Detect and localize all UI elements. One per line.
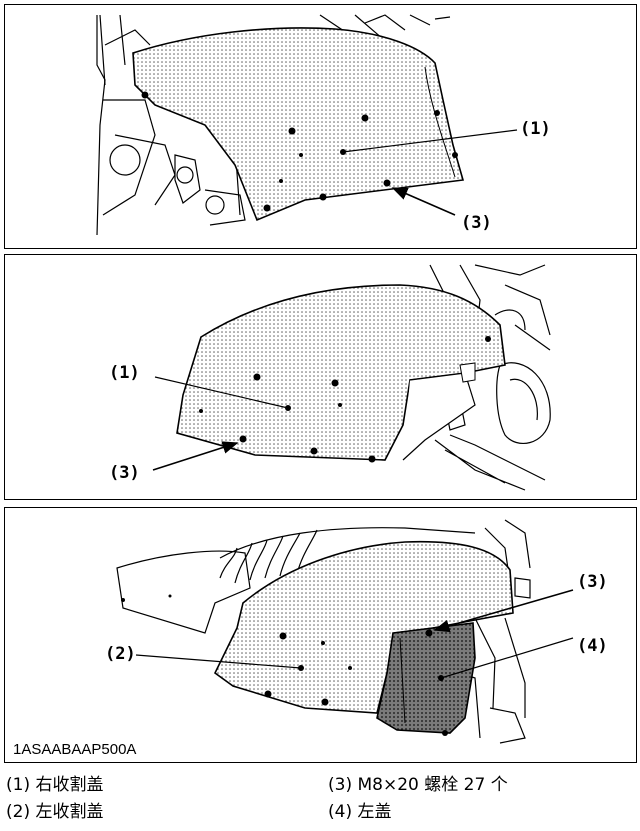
panel2-illustration <box>152 264 551 491</box>
callout-4: (4) <box>577 636 608 656</box>
figure-panel-3: (2) (3) (4) 1ASAABAAP500A <box>4 507 637 763</box>
right-header-cover-side <box>176 284 506 461</box>
panel3-illustration <box>116 519 574 744</box>
parts-legend: (1) 右收割盖 (2) 左收割盖 (3) M8×20 螺栓 27 个 (4) … <box>6 772 634 828</box>
callout-2: (2) <box>105 644 136 664</box>
panel1-illustration <box>96 14 518 236</box>
legend-item-2: (2) 左收割盖 <box>6 802 104 822</box>
callout-1: (1) <box>520 119 551 139</box>
legend-item-1: (1) 右收割盖 <box>6 775 104 795</box>
left-cover <box>376 622 476 734</box>
figure-panel-2: (1) (3) <box>4 254 637 500</box>
bolt-heads <box>141 91 458 212</box>
callout-3: (3) <box>109 463 140 483</box>
legend-item-3: (3) M8×20 螺栓 27 个 <box>328 775 508 795</box>
callout-3: (3) <box>461 213 492 233</box>
callout-3: (3) <box>577 572 608 592</box>
machine-frame-background <box>116 519 531 744</box>
bolt-heads <box>121 594 448 736</box>
callout-1: (1) <box>109 363 140 383</box>
legend-item-4: (4) 左盖 <box>328 802 392 822</box>
figure-panel-1: (1) (3) <box>4 4 637 249</box>
machine-frame-background <box>429 264 551 491</box>
right-header-cover <box>132 27 465 222</box>
bolt-heads <box>199 336 491 463</box>
figure-code: 1ASAABAAP500A <box>13 741 137 758</box>
